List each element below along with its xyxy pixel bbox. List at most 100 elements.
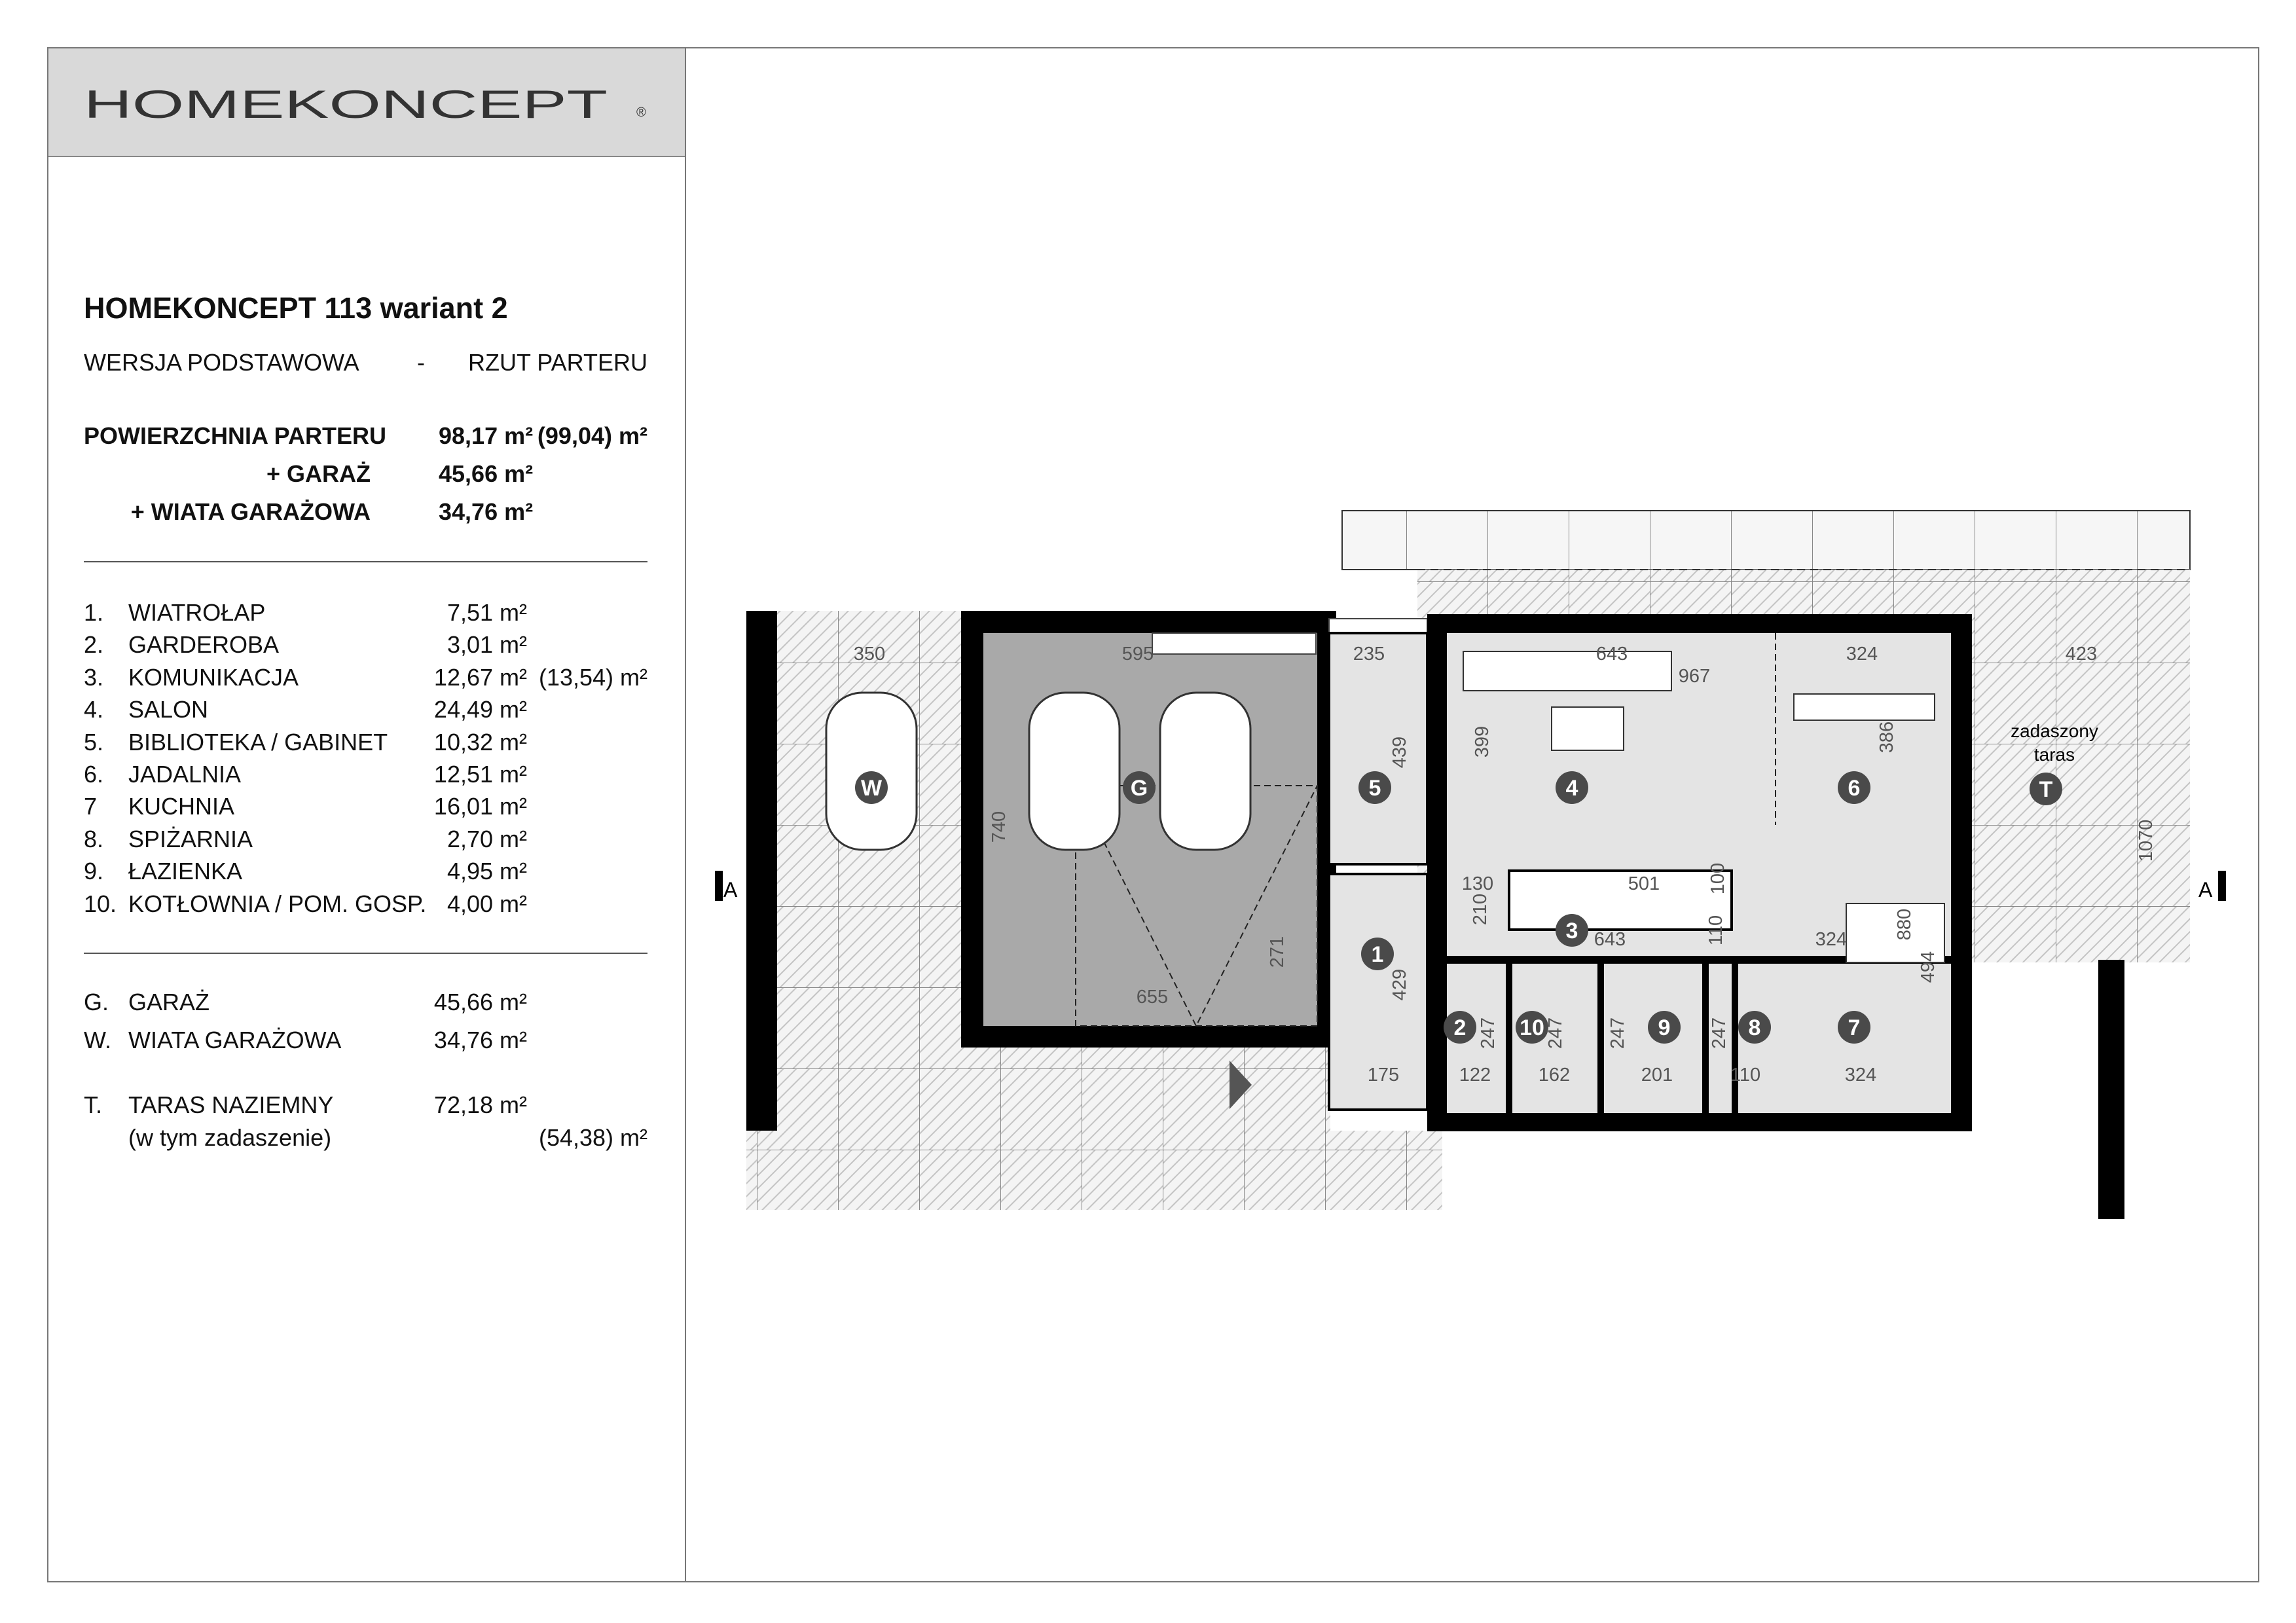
total-value: 98,17 m² [439, 422, 534, 449]
section-marker-left [715, 871, 723, 901]
dimension-label: 201 [1641, 1065, 1673, 1085]
room-badge-circle [1838, 1011, 1870, 1044]
dimension-label: 655 [1137, 987, 1168, 1008]
room-badge: 10 [1516, 1011, 1548, 1044]
dimension-label: 247 [1607, 1017, 1628, 1049]
logo-header: HOMEKONCEPT ® [48, 48, 685, 157]
sheet-frame [47, 47, 2259, 1582]
room-name: SPIŻARNIA [128, 825, 253, 852]
area-name: GARAŻ [128, 989, 210, 1015]
dimension-label: 175 [1368, 1065, 1399, 1085]
dimension-label: 399 [1472, 726, 1493, 757]
room-badge-label: T [2039, 777, 2053, 802]
staircase [1508, 869, 1733, 931]
room-name: KOTŁOWNIA / POM. GOSP. [128, 890, 427, 917]
room-number: 4. [84, 696, 104, 723]
version-label: WERSJA PODSTAWOWA [84, 349, 359, 376]
room-badge: 7 [1838, 1011, 1870, 1044]
total-label: + GARAŻ [266, 460, 371, 487]
garage-apron [964, 1048, 1330, 1131]
room-badge-label: 6 [1848, 776, 1861, 801]
room-badge: 2 [1444, 1011, 1476, 1044]
room-badge-label: W [861, 776, 883, 801]
car-icon [1028, 691, 1121, 851]
room-badge: T [2030, 773, 2062, 805]
room-badge: W [855, 771, 888, 804]
section-label-right: A [2198, 878, 2213, 902]
room-area: 12,67 m² [433, 663, 527, 691]
area-value: 34,76 m² [433, 1027, 527, 1053]
logo-registered-mark: ® [636, 105, 646, 120]
car-icons [825, 691, 1252, 851]
room-name: SALON [128, 696, 209, 723]
room-badge-label: 7 [1848, 1015, 1861, 1040]
room-badge-label: 5 [1369, 776, 1381, 801]
dining-table [1793, 693, 1935, 721]
room-badge-circle [1556, 771, 1588, 804]
area-code: G. [84, 989, 109, 1015]
terrace-post [2098, 960, 2124, 1219]
room-badge-circle [1738, 1011, 1771, 1044]
room-area: 2,70 m² [446, 825, 527, 852]
dimension-label: 386 [1876, 721, 1897, 753]
project-title: HOMEKONCEPT 113 wariant 2 [84, 291, 508, 325]
room-badge: 3 [1556, 914, 1588, 947]
dimension-label: 162 [1539, 1065, 1570, 1085]
section-label-left: A [723, 878, 738, 902]
dimension-label: 247 [1478, 1017, 1499, 1049]
homekoncept-logo: HOMEKONCEPT ® [84, 82, 646, 126]
dimension-label: 740 [989, 811, 1010, 843]
room-number: 9. [84, 858, 104, 885]
total-label: POWIERZCHNIA PARTERU [84, 422, 386, 449]
total-value: 34,76 m² [439, 498, 534, 525]
room-badge-circle [855, 771, 888, 804]
logo-text: HOMEKONCEPT [84, 82, 608, 126]
room-area: 16,01 m² [433, 793, 527, 820]
divider-line [84, 561, 647, 562]
room-area: 12,51 m² [433, 761, 527, 788]
total-value: 45,66 m² [439, 460, 534, 487]
room-badge-circle [1123, 771, 1156, 804]
dimension-label: 210 [1470, 894, 1491, 925]
room-name: GARDEROBA [128, 631, 280, 659]
area-name: TARAS NAZIEMNY [128, 1091, 334, 1118]
section-marker-right [2218, 871, 2226, 901]
dimension-label: 350 [854, 644, 885, 665]
room-name: JADALNIA [128, 761, 242, 788]
dimension-label: 235 [1353, 644, 1385, 665]
divider-line [84, 953, 647, 954]
coffee-table [1551, 706, 1624, 751]
room-badge-label: 1 [1372, 942, 1384, 967]
room-5-floor [1328, 632, 1429, 866]
entrance-arrow-icon [1230, 1061, 1252, 1109]
room-area: 4,00 m² [446, 890, 527, 917]
room-badge: 9 [1648, 1011, 1681, 1044]
terrace-note: (w tym zadaszenie) [128, 1124, 332, 1151]
carport-area [746, 611, 964, 1131]
area-value: 72,18 m² [433, 1091, 527, 1118]
room-area: 7,51 m² [446, 599, 527, 626]
terrace-covered-area: (54,38) m² [538, 1124, 647, 1151]
room-area: 24,49 m² [433, 696, 527, 723]
room-area: 3,01 m² [446, 631, 527, 659]
dimension-label: 247 [1545, 1017, 1566, 1049]
room-badge-label: 2 [1454, 1015, 1467, 1040]
dimension-label: 324 [1845, 1065, 1876, 1085]
dimension-label: 880 [1894, 909, 1915, 940]
panel-divider [685, 47, 686, 1582]
terrace-uncovered [1341, 510, 2191, 570]
car-icon [1159, 691, 1252, 851]
dimension-label: 324 [1815, 929, 1847, 950]
dimension-label: 439 [1389, 737, 1410, 768]
dimension-label: 110 [1705, 915, 1726, 945]
dimension-label: 501 [1628, 873, 1660, 894]
dimension-label: 595 [1122, 644, 1154, 665]
room-name: KOMUNIKACJA [128, 663, 299, 691]
room-number: 3. [84, 663, 104, 691]
room-badge-circle [1648, 1011, 1681, 1044]
room-badge: 8 [1738, 1011, 1771, 1044]
dimension-label: 324 [1846, 644, 1878, 665]
dimension-label: 100 [1707, 863, 1728, 894]
room-name: ŁAZIENKA [128, 858, 243, 885]
